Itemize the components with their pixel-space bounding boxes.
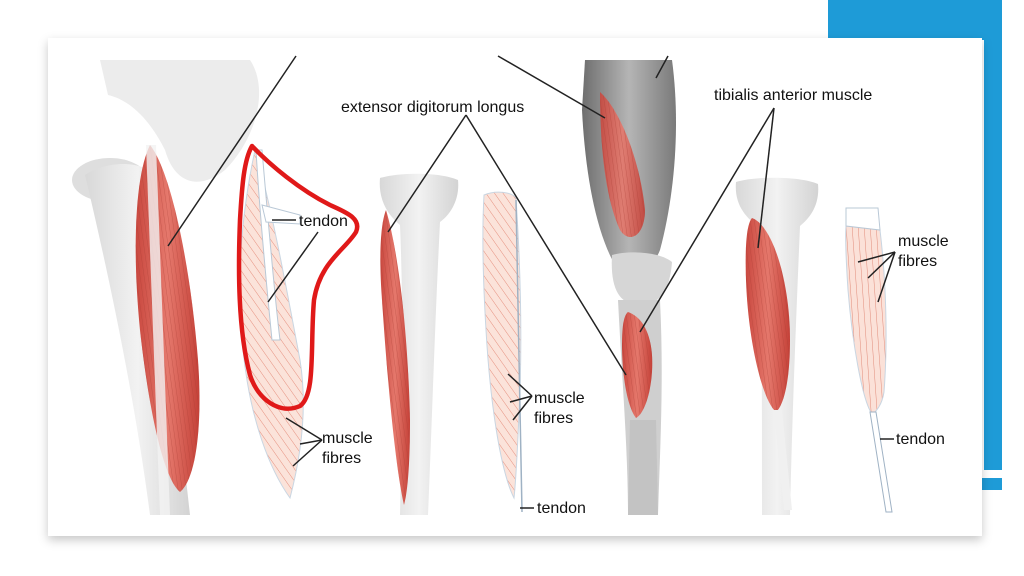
label-tendon-pennate: tendon [299, 213, 348, 230]
label-tendon-tibialis: tendon [896, 431, 945, 448]
accent-bar-small [982, 478, 1002, 490]
leader-line [292, 439, 323, 467]
leader-line [465, 114, 627, 376]
label-tibialis-anterior-muscle: tibialis anterior muscle [714, 87, 873, 104]
leader-line [639, 107, 775, 333]
extensor-tendon-line [515, 199, 523, 513]
label-muscle-fibres-pennate-2: fibres [322, 450, 362, 467]
tibia-bone-1 [379, 173, 459, 515]
label-muscle-fibres-extensor-1: muscle [534, 390, 585, 407]
label-muscle-fibres-pennate-1: muscle [322, 430, 373, 447]
tibialis-fibre-top [845, 207, 881, 231]
leader-line [507, 373, 533, 397]
leader-line [497, 55, 606, 119]
label-muscle-fibres-tibialis-1: muscle [898, 233, 949, 250]
leader-line [299, 439, 323, 445]
femur-figure [72, 60, 260, 515]
label-muscle-fibres-tibialis-2: fibres [898, 253, 938, 270]
tibialis-fibre-tendon [869, 411, 893, 513]
leader-line [285, 417, 323, 441]
leader-line [655, 55, 669, 79]
leader-line [867, 251, 896, 279]
red-annotation-outline [236, 143, 360, 411]
accent-bar-right [984, 0, 1002, 470]
leader-line [167, 55, 297, 247]
tibialis-tendon [774, 410, 792, 510]
thigh-tendon [146, 145, 170, 515]
accent-bar-top [828, 0, 1002, 40]
leader-line [387, 114, 467, 233]
tibia-figure-1 [379, 173, 459, 515]
label-muscle-fibres-extensor-2: fibres [534, 410, 574, 427]
tibia-figure-2 [735, 177, 819, 515]
label-extensor-digitorum-longus: extensor digitorum longus [341, 99, 525, 116]
leader-line [757, 107, 775, 249]
leader-lines [167, 55, 896, 509]
leader-line [877, 251, 896, 303]
extensor-fibre-diagram [482, 191, 523, 513]
leader-line [512, 395, 533, 421]
label-tendon-extensor: tendon [537, 500, 586, 517]
knee-joint [611, 252, 672, 305]
leader-line [509, 395, 533, 403]
ankle-tendons [628, 420, 658, 515]
leader-line [267, 231, 319, 303]
pelvis-bone [100, 60, 260, 182]
full-leg-figure [582, 60, 676, 515]
tibialis-fibre-diagram [845, 207, 893, 513]
leader-line [857, 251, 896, 263]
